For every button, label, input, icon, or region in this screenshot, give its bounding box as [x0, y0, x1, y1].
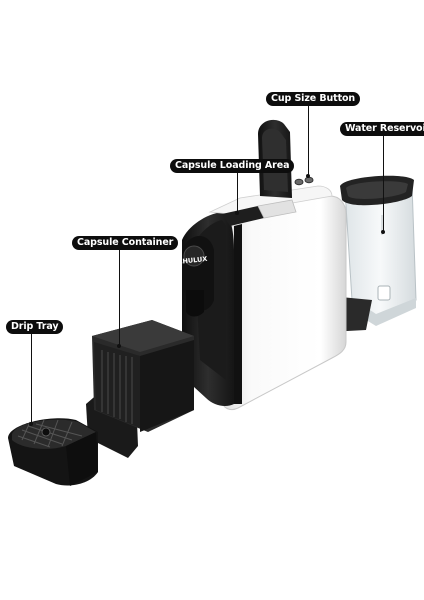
leader-dot-drip-tray	[29, 422, 33, 426]
leader-dot-capsule-loading	[235, 211, 239, 215]
label-capsule-loading-area: Capsule Loading Area	[170, 159, 295, 173]
drip-tray	[8, 418, 98, 486]
water-reservoir	[340, 175, 417, 326]
label-water-reservoir: Water Reservoir	[340, 122, 424, 136]
coffee-machine	[182, 119, 347, 411]
cup-size-button-large	[304, 176, 314, 184]
cup-size-button-small	[294, 178, 304, 186]
leader-drip-tray	[31, 334, 32, 424]
leader-capsule-loading	[237, 173, 238, 213]
label-drip-tray: Drip Tray	[6, 320, 64, 334]
leader-capsule-container	[119, 250, 120, 346]
leader-water-reservoir	[383, 136, 384, 232]
capsule-loading-slot	[222, 206, 264, 226]
label-cup-size-button: Cup Size Button	[266, 92, 361, 106]
brand-logo: CHULUX	[177, 255, 207, 266]
leader-dot-cup-size	[306, 174, 310, 178]
label-capsule-container: Capsule Container	[72, 236, 179, 250]
leader-dot-water-reservoir	[381, 230, 385, 234]
leader-cup-size	[308, 106, 309, 176]
capsule-container	[86, 320, 194, 458]
leader-dot-capsule-container	[117, 344, 121, 348]
